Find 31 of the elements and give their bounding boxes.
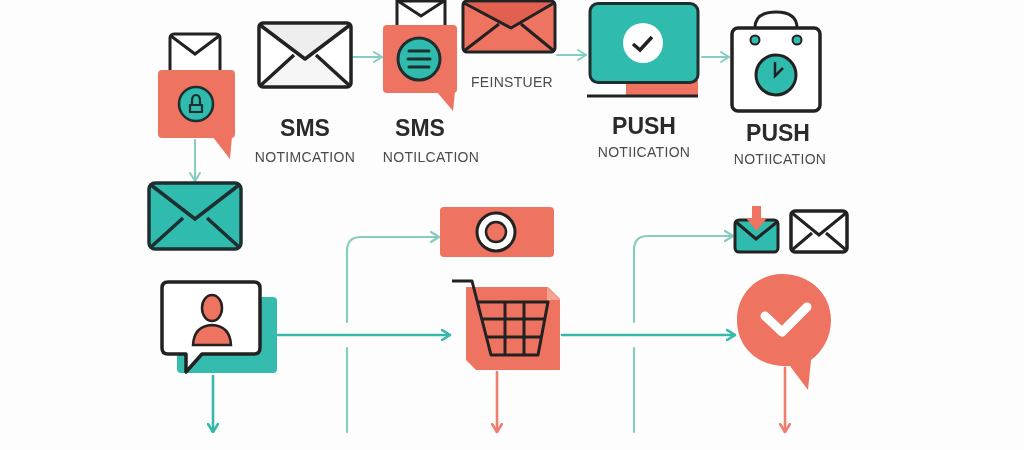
user-chat-bubble-icon xyxy=(160,280,278,376)
arrow xyxy=(189,139,201,182)
channel-subtitle: NOTIICATION xyxy=(597,145,691,159)
channel-subtitle: NOTIICATION xyxy=(733,152,827,166)
shopping-bag-clock-icon xyxy=(729,10,823,114)
arrow xyxy=(490,370,504,434)
channel-title: SMS xyxy=(395,117,445,140)
channel-title: PUSH xyxy=(612,115,676,138)
envelope-icon xyxy=(147,181,243,251)
monitor-check-icon xyxy=(586,2,702,98)
channel-subtitle: FEINSTUER xyxy=(471,75,553,89)
arrow xyxy=(206,374,220,434)
arrow xyxy=(556,49,587,61)
arrow xyxy=(345,230,441,434)
arrow xyxy=(701,51,730,63)
channel-subtitle: NOTILCATION xyxy=(382,150,480,164)
envelope-icon xyxy=(257,21,353,89)
channel-title: SMS xyxy=(280,117,330,140)
ring-tile-icon xyxy=(439,206,555,258)
arrow xyxy=(778,366,792,434)
arrow xyxy=(276,328,452,342)
arrow xyxy=(352,51,383,63)
channel-title: PUSH xyxy=(746,122,810,145)
menu-chat-bubble-icon xyxy=(382,0,458,112)
envelope-download-icon xyxy=(733,205,780,254)
arrow xyxy=(632,229,735,434)
envelope-icon xyxy=(461,0,557,54)
envelope-icon xyxy=(789,209,849,254)
shopping-cart-icon xyxy=(450,279,562,372)
channel-subtitle: NOTIMCATION xyxy=(254,150,356,164)
arrow xyxy=(560,328,737,342)
